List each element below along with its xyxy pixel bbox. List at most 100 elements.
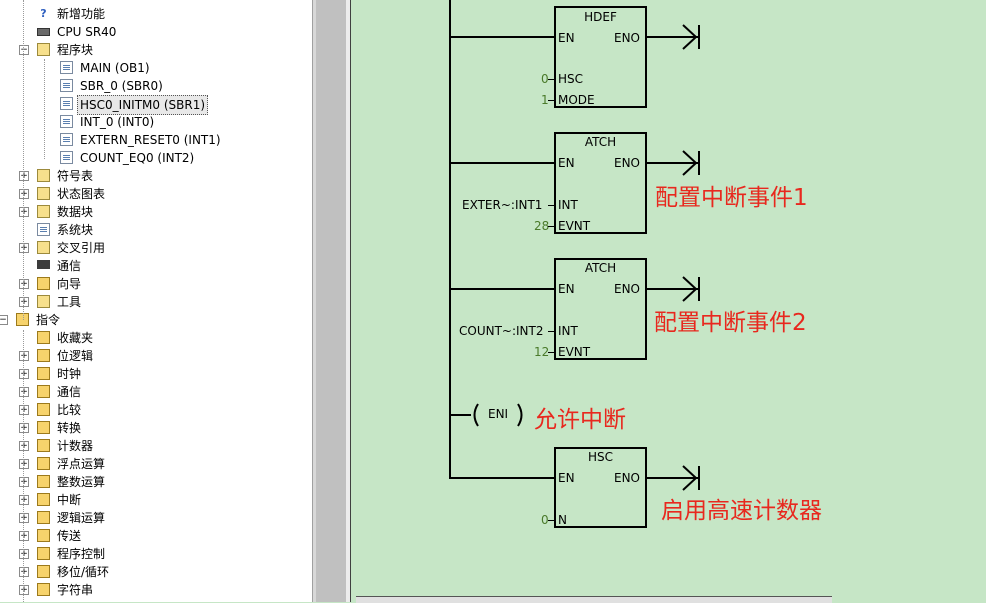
expand-icon[interactable]: + [19,243,29,253]
atch2-evnt-value[interactable]: 12 [534,345,550,359]
tree-item-label: 通信 [57,385,82,399]
tree-item-26[interactable]: +整数运算 [0,473,312,491]
hsc-block[interactable] [554,447,647,528]
expand-icon[interactable]: + [19,567,29,577]
hdef-block[interactable] [554,6,647,108]
eni-coil[interactable] [469,402,529,428]
tree-item-14[interactable]: 通信 [0,257,312,275]
atch1-title: ATCH [584,135,617,149]
tree-item-0[interactable]: ?新增功能 [0,5,312,23]
expand-icon[interactable]: + [19,279,29,289]
tree-item-23[interactable]: +转换 [0,419,312,437]
rung-wire-hdef [449,36,555,38]
tree-item-1[interactable]: CPU SR40 [0,23,312,41]
instruction-group-icon [37,493,50,506]
tree-item-21[interactable]: + 通信 [0,383,312,401]
tree-item-16[interactable]: + 工具 [0,293,312,311]
expand-icon[interactable]: + [19,549,29,559]
hdef-mode-value[interactable]: 1 [541,93,549,107]
tree-item-label: 通信 [57,259,82,273]
program-doc-icon [60,79,73,92]
tree-item-label: EXTERN_RESET0 (INT1) [80,133,221,147]
tree-item-3[interactable]: MAIN (OB1) [0,59,312,77]
tree-item-32[interactable]: +字符串 [0,581,312,599]
tree-item-18[interactable]: 收藏夹 [0,329,312,347]
tree-item-29[interactable]: +传送 [0,527,312,545]
expand-icon[interactable]: + [19,387,29,397]
tree-item-30[interactable]: + 程序控制 [0,545,312,563]
expand-icon[interactable]: + [19,171,29,181]
collapse-icon[interactable]: − [19,45,29,55]
atch2-block[interactable] [554,258,647,360]
atch2-eno: ENO [614,282,641,296]
atch1-evnt-pin: EVNT [558,219,591,233]
tree-item-31[interactable]: +移位/循环 [0,563,312,581]
tree-item-11[interactable]: +数据块 [0,203,312,221]
folder-icon [37,205,50,218]
tree-item-label: 程序块 [57,43,94,57]
atch2-evnt-pin: EVNT [558,345,591,359]
tree-item-22[interactable]: +比较 [0,401,312,419]
expand-icon[interactable]: + [19,531,29,541]
instruction-group-icon [37,403,50,416]
tree-item-label: 计数器 [57,439,94,453]
tree-item-8[interactable]: COUNT_EQ0 (INT2) [0,149,312,167]
tree-item-15[interactable]: +向导 [0,275,312,293]
pin-tick [548,79,554,80]
tree-item-4[interactable]: SBR_0 (SBR0) [0,77,312,95]
tree-item-5[interactable]: HSC0_INITM0 (SBR1) [0,95,312,115]
tree-item-19[interactable]: +位逻辑 [0,347,312,365]
tree-item-25[interactable]: +浮点运算 [0,455,312,473]
hsc-en: EN [558,471,575,485]
atch1-block[interactable] [554,132,647,234]
tree-item-label: 程序控制 [57,547,106,561]
atch2-int-value[interactable]: COUNT~:INT2 [459,324,544,338]
atch1-evnt-value[interactable]: 28 [534,219,550,233]
tree-item-6[interactable]: INT_0 (INT0) [0,113,312,131]
tree-item-label: 新增功能 [57,7,106,21]
hsc-n-value[interactable]: 0 [541,513,549,527]
expand-icon[interactable]: + [19,369,29,379]
expand-icon[interactable]: + [19,189,29,199]
expand-icon[interactable]: + [19,585,29,595]
editor-margin-edge [346,0,351,602]
expand-icon[interactable]: + [19,441,29,451]
expand-icon[interactable]: + [19,495,29,505]
expand-icon[interactable]: + [19,405,29,415]
expand-icon[interactable]: + [19,297,29,307]
tree-connector [44,59,45,159]
tree-item-9[interactable]: +符号表 [0,167,312,185]
program-doc-icon [60,115,73,128]
atch1-int-value[interactable]: EXTER~:INT1 [462,198,543,212]
folder-icon [37,241,50,254]
tree-item-17[interactable]: −指令 [0,311,312,329]
tree-item-27[interactable]: +中断 [0,491,312,509]
panel-splitter[interactable] [312,0,317,602]
tree-item-28[interactable]: +逻辑运算 [0,509,312,527]
tree-item-10[interactable]: +状态图表 [0,185,312,203]
expand-icon[interactable]: + [19,351,29,361]
expand-icon[interactable]: + [19,423,29,433]
expand-icon[interactable]: + [19,459,29,469]
expand-icon[interactable]: + [19,477,29,487]
collapse-icon[interactable]: − [0,315,8,325]
hsc-eno: ENO [614,471,641,485]
tree-item-13[interactable]: +交叉引用 [0,239,312,257]
instruction-group-icon [37,349,50,362]
eno-arrow-icon [682,150,700,176]
hdef-hsc-value[interactable]: 0 [541,72,549,86]
tree-item-2[interactable]: − 程序块 [0,41,312,59]
expand-icon[interactable]: + [19,513,29,523]
annotation-enable-interrupt: 允许中断 [534,407,626,433]
cpu-icon [37,28,50,36]
hdef-en: EN [558,31,575,45]
tree-item-label: 工具 [57,295,82,309]
branch-line [449,0,451,478]
tree-item-7[interactable]: EXTERN_RESET0 (INT1) [0,131,312,149]
expand-icon[interactable]: + [19,207,29,217]
tree-item-12[interactable]: 系统块 [0,221,312,239]
comm-icon [37,260,50,269]
tree-item-20[interactable]: +时钟 [0,365,312,383]
tree-item-24[interactable]: + 计数器 [0,437,312,455]
